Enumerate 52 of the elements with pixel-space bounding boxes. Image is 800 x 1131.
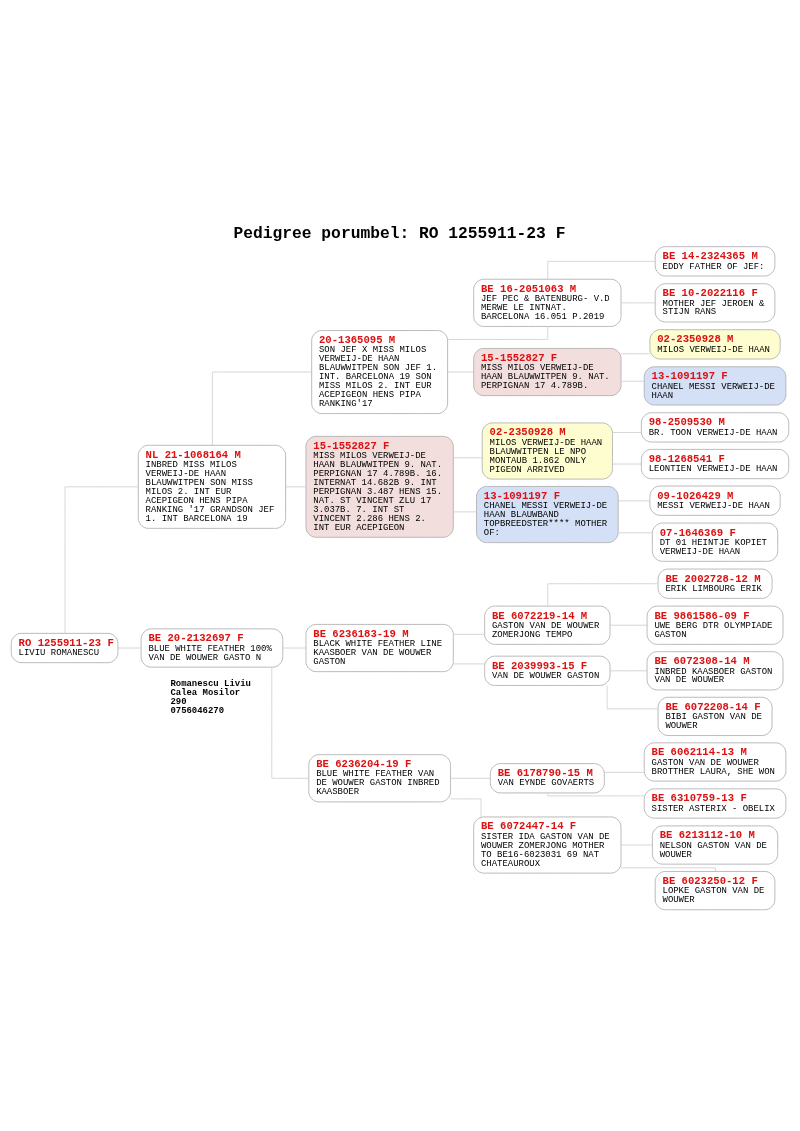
connector: [620, 866, 716, 872]
connector: [450, 777, 491, 779]
node-box: BE 6213112-10 M NELSON GASTON VAN DE WOUWER: [651, 825, 779, 865]
node-box: 02-2350928 M MILOS VERWEIJ-DE HAAN: [649, 328, 781, 359]
node-box: BE 16-2051063 M JEF PEC & BATENBURG- V.D MERWE LE INTNAT. BARCELONA 16.051 P.2019: [473, 278, 622, 327]
connector: [211, 371, 312, 445]
connector: [450, 798, 482, 817]
label: 290: [170, 696, 187, 707]
node-box: 09-1026429 M MESSI VERWEIJ-DE HAAN: [649, 485, 781, 516]
node-box: 98-1268541 F LEONTIEN VERWEIJ-DE HAAN: [640, 448, 790, 479]
node-box: BE 9861586-09 F UWE BERG DTR OLYMPIADE GASTON: [646, 605, 784, 645]
node-box: BE 6072208-14 F BIBI GASTON VAN DE WOUWER: [657, 696, 773, 736]
node-box: BE 10-2022116 F MOTHER JEF JEROEN & STIJN RANS: [654, 282, 776, 322]
node-box: RO 1255911-23 F LIVIU ROMANESCU: [10, 632, 119, 663]
node-box: BE 6072219-14 M GASTON VAN DE WOUWER ZOMERJONG TEMPO: [484, 605, 611, 645]
label: 0756046270: [170, 705, 225, 716]
connector: [603, 771, 645, 773]
node-box: BE 2002728-12 M ERIK LIMBOURG ERIK: [657, 568, 773, 599]
connector: [447, 325, 549, 340]
connector: [453, 456, 483, 458]
node-box: 20-1365095 M SON JEF X MISS MILOS VERWEIJ-DE HAAN BLAUWWITPEN SON JEF 1. INT. BARCELONA 19 SON MISS MILOS 2. INT EUR ACEPIGEON HENS PIPA RANKING'17: [311, 329, 449, 414]
node-box: BE 6236183-19 M BLACK WHITE FEATHER LINE KAASBOER VAN DE WOUWER GASTON: [305, 623, 454, 672]
connector: [612, 431, 642, 433]
node-box: 02-2350928 M MILOS VERWEIJ-DE HAAN BLAUWWITPEN LE NPO MONTAUB 1.862 ONLY PIGEON ARRIVED: [481, 422, 613, 479]
node-box: BE 6023250-12 F LOPKE GASTON VAN DE WOUWER: [654, 870, 776, 910]
connector: [547, 792, 645, 796]
node-box: BE 6062114-13 M GASTON VAN DE WOUWER BROTTHER LAURA, SHE WON: [643, 741, 787, 782]
node-box: BE 6236204-19 F BLUE WHITE FEATHER VAN DE WOUWER GASTON INBRED KAASBOER: [308, 753, 451, 802]
node-box: 15-1552827 F MISS MILOS VERWEIJ-DE HAAN BLAUWWITPEN 9. NAT. PERPIGNAN 17 4.789B. 16. INTERNAT 14.682B 9. INT PERPIGNAN 3.487 HENS 15. NAT. ST VINCENT ZLU 17 3.037B. 7. INT ST VINCENT 2.286 HENS 2. INT EUR ACEPIGEON: [305, 435, 454, 538]
node-box: NL 21-1068164 M INBRED MISS MILOS VERWEIJ-DE HAAN BLAUWWITPEN SON MISS MILOS 2. INT EUR ACEPIGEON HENS PIPA RANKING '17 GRANDSON JEF 1. INT BARCELONA 19: [137, 444, 287, 529]
connector: [271, 666, 309, 779]
node-box: BE 20-2132697 F BLUE WHITE FEATHER 100% VAN DE WOUWER GASTO N: [140, 628, 284, 668]
connector: [547, 582, 659, 606]
node-box: 13-1091197 F CHANEL MESSI VERWEIJ-DE HAAN: [643, 365, 787, 405]
node-box: BE 6072308-14 M INBRED KAASBOER GASTON VAN DE WOUWER: [646, 650, 784, 690]
node-box: 13-1091197 F CHANEL MESSI VERWEIJ-DE HAAN BLAUWBAND TOPBREEDSTER**** MOTHER OF:: [476, 485, 619, 543]
node-box: BE 14-2324365 M EDDY FATHER OF JEF:: [654, 245, 776, 276]
connector: [453, 633, 485, 635]
node-box: BE 2039993-15 F VAN DE WOUWER GASTON: [484, 655, 611, 686]
node-box: 98-2509530 M BR. TOON VERWEIJ-DE HAAN: [640, 411, 790, 442]
node-box: BE 6072447-14 F SISTER IDA GASTON VAN DE WOUWER ZOMERJONG MOTHER TO BE16-6023031 69 NAT CHATEAUROUX: [473, 816, 622, 873]
node-box: 15-1552827 F MISS MILOS VERWEIJ-DE HAAN BLAUWWITPEN 9. NAT. PERPIGNAN 17 4.789B.: [473, 347, 622, 396]
connector: [606, 684, 659, 709]
node-box: BE 6178790-15 M VAN EYNDE GOVAERTS: [489, 762, 605, 793]
label: Romanescu Liviu: [170, 678, 251, 689]
node-box: 07-1646369 F DT 01 HEINTJE KOPIET VERWEIJ-DE HAAN: [651, 522, 779, 562]
diagram-title: Pedigree porumbel: RO 1255911-23 F: [233, 223, 566, 243]
node-box: BE 6310759-13 F SISTER ASTERIX - OBELIX: [643, 787, 787, 819]
connector: [64, 485, 139, 634]
connector: [547, 260, 656, 280]
connector: [620, 352, 651, 354]
label: Calea Mosilor: [170, 687, 241, 698]
